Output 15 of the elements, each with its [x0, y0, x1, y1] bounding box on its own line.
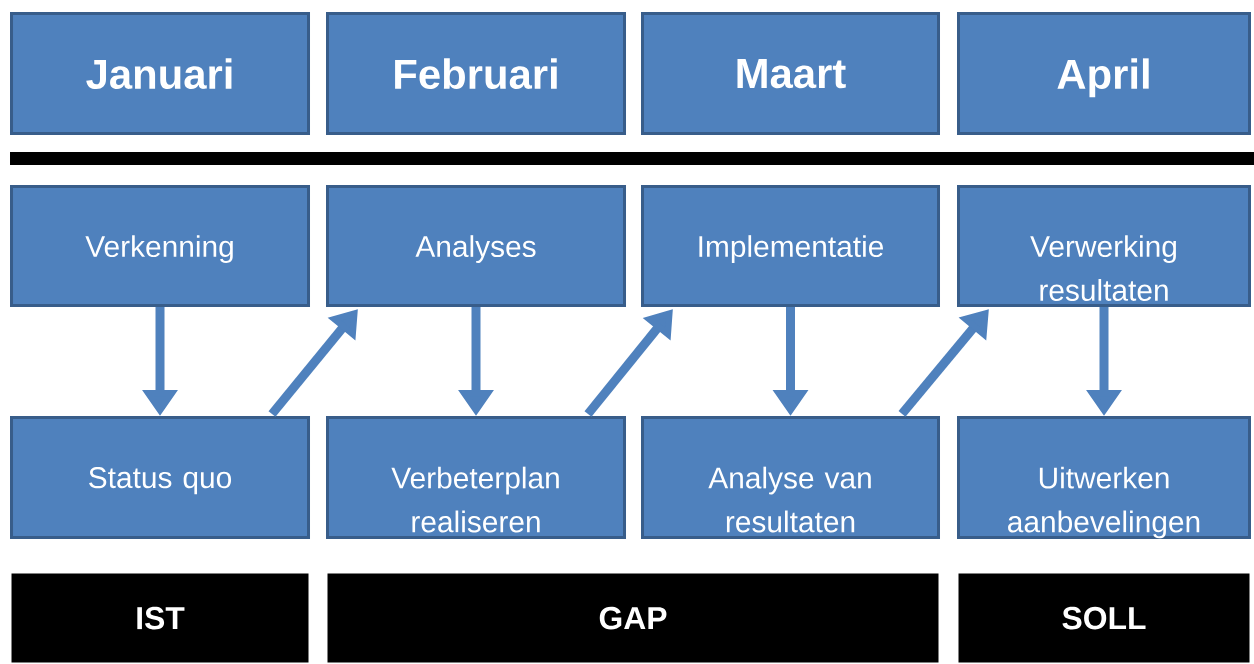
- activity-box: Status quo: [10, 416, 310, 539]
- activity-box: Verkenning: [10, 185, 310, 307]
- activity-box: Uitwerken aanbevelingen: [957, 416, 1251, 539]
- month-box: Januari: [10, 12, 310, 135]
- activity-box: Analyses: [326, 185, 626, 307]
- month-box: April: [957, 12, 1251, 135]
- activity-box: Verbeterplan realiseren: [326, 416, 626, 539]
- month-box: Februari: [326, 12, 626, 135]
- activity-box: Analyse van resultaten: [641, 416, 940, 539]
- phase-band: GAP: [327, 573, 939, 663]
- activity-box: Implementatie: [641, 185, 940, 307]
- activity-box: Verwerking resultaten: [957, 185, 1251, 307]
- phase-band: SOLL: [958, 573, 1250, 663]
- phase-band: IST: [11, 573, 309, 663]
- month-box: Maart: [641, 12, 940, 135]
